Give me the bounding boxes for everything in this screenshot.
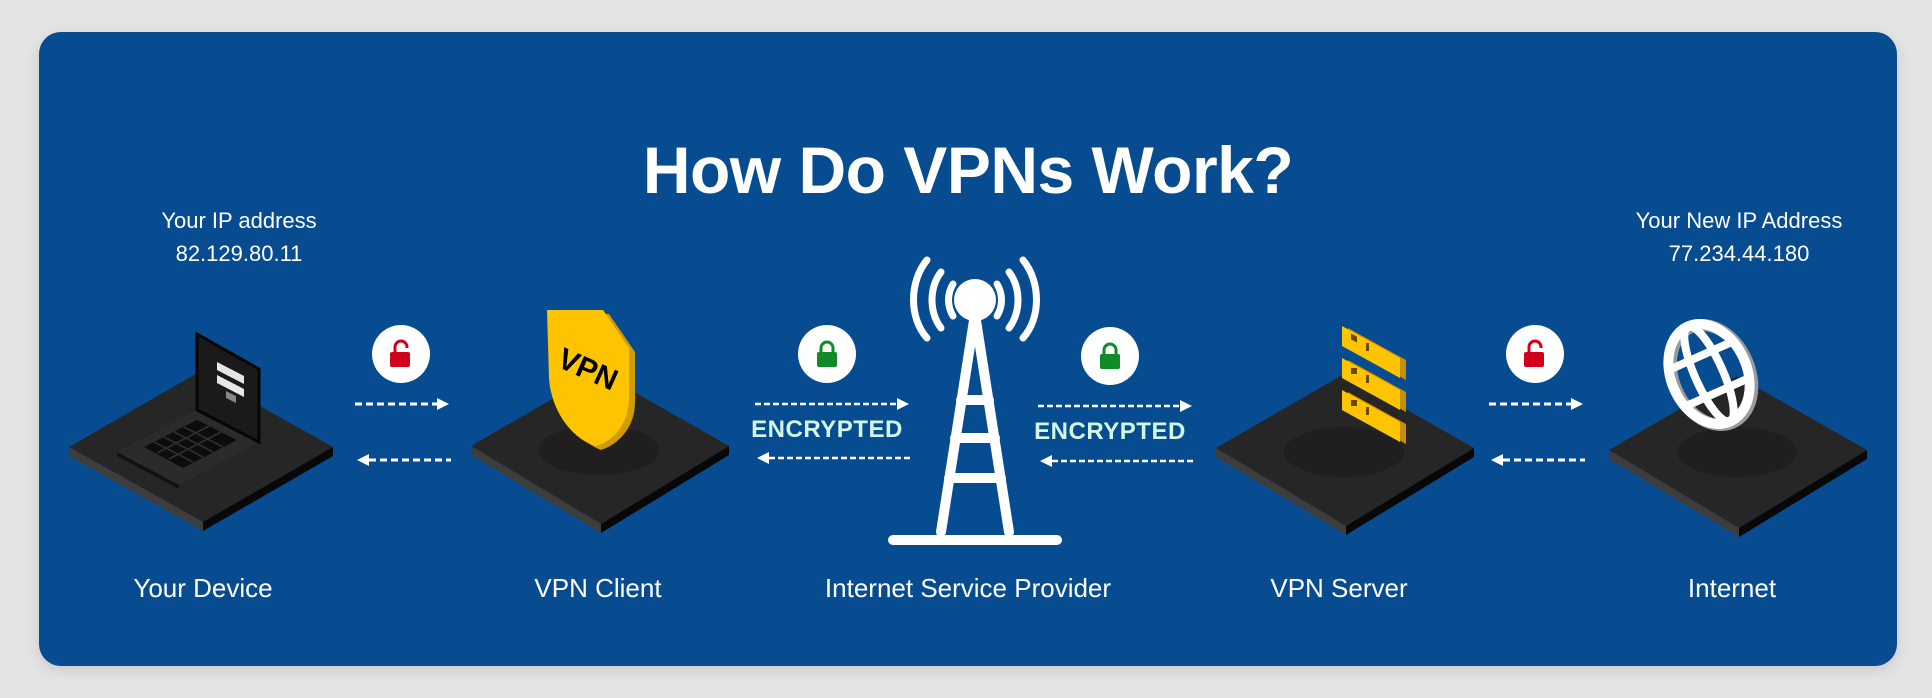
link-3-lock-badge xyxy=(1081,327,1139,385)
source-ip-label: Your IP address xyxy=(161,208,317,233)
locked-padlock-icon xyxy=(1100,342,1120,369)
locked-padlock-icon xyxy=(817,340,837,367)
vpn-shield-icon: VPN xyxy=(471,310,729,533)
link-3-forward-arrow xyxy=(1038,400,1192,412)
link-2-lock-badge xyxy=(798,325,856,383)
link-4-forward-arrow xyxy=(1489,398,1583,410)
link-2-back-arrow xyxy=(757,452,911,464)
node-label-vpn-client: VPN Client xyxy=(534,573,662,603)
link-1-lock-badge xyxy=(372,325,430,383)
link-1-back-arrow xyxy=(357,454,451,466)
unlocked-padlock-icon xyxy=(1524,339,1544,367)
node-label-vpn-server: VPN Server xyxy=(1270,573,1408,603)
vpn-diagram-card: How Do VPNs Work? Your IP address 82.129… xyxy=(39,32,1897,666)
unlocked-padlock-icon xyxy=(390,339,410,367)
globe-icon xyxy=(1609,319,1867,537)
source-ip-block: Your IP address 82.129.80.11 xyxy=(99,204,379,270)
link-3-back-arrow xyxy=(1040,455,1194,467)
link-3-encrypted-label: ENCRYPTED xyxy=(1034,418,1186,445)
new-ip-block: Your New IP Address 77.234.44.180 xyxy=(1599,204,1879,270)
link-2-encrypted-label: ENCRYPTED xyxy=(751,416,903,443)
node-label-isp: Internet Service Provider xyxy=(824,573,1112,603)
cell-tower-icon xyxy=(888,256,1062,545)
link-2-forward-arrow xyxy=(755,398,909,410)
link-1-forward-arrow xyxy=(355,398,449,410)
diagram-title: How Do VPNs Work? xyxy=(642,133,1294,207)
source-ip-value: 82.129.80.11 xyxy=(175,241,303,266)
link-4-back-arrow xyxy=(1491,454,1585,466)
new-ip-label: Your New IP Address xyxy=(1635,208,1843,233)
node-label-your-device: Your Device xyxy=(133,573,273,603)
link-4-lock-badge xyxy=(1506,325,1564,383)
node-label-internet: Internet xyxy=(1687,573,1777,603)
laptop-icon xyxy=(69,331,333,531)
new-ip-value: 77.234.44.180 xyxy=(1668,241,1810,266)
server-stack-icon xyxy=(1216,326,1474,535)
